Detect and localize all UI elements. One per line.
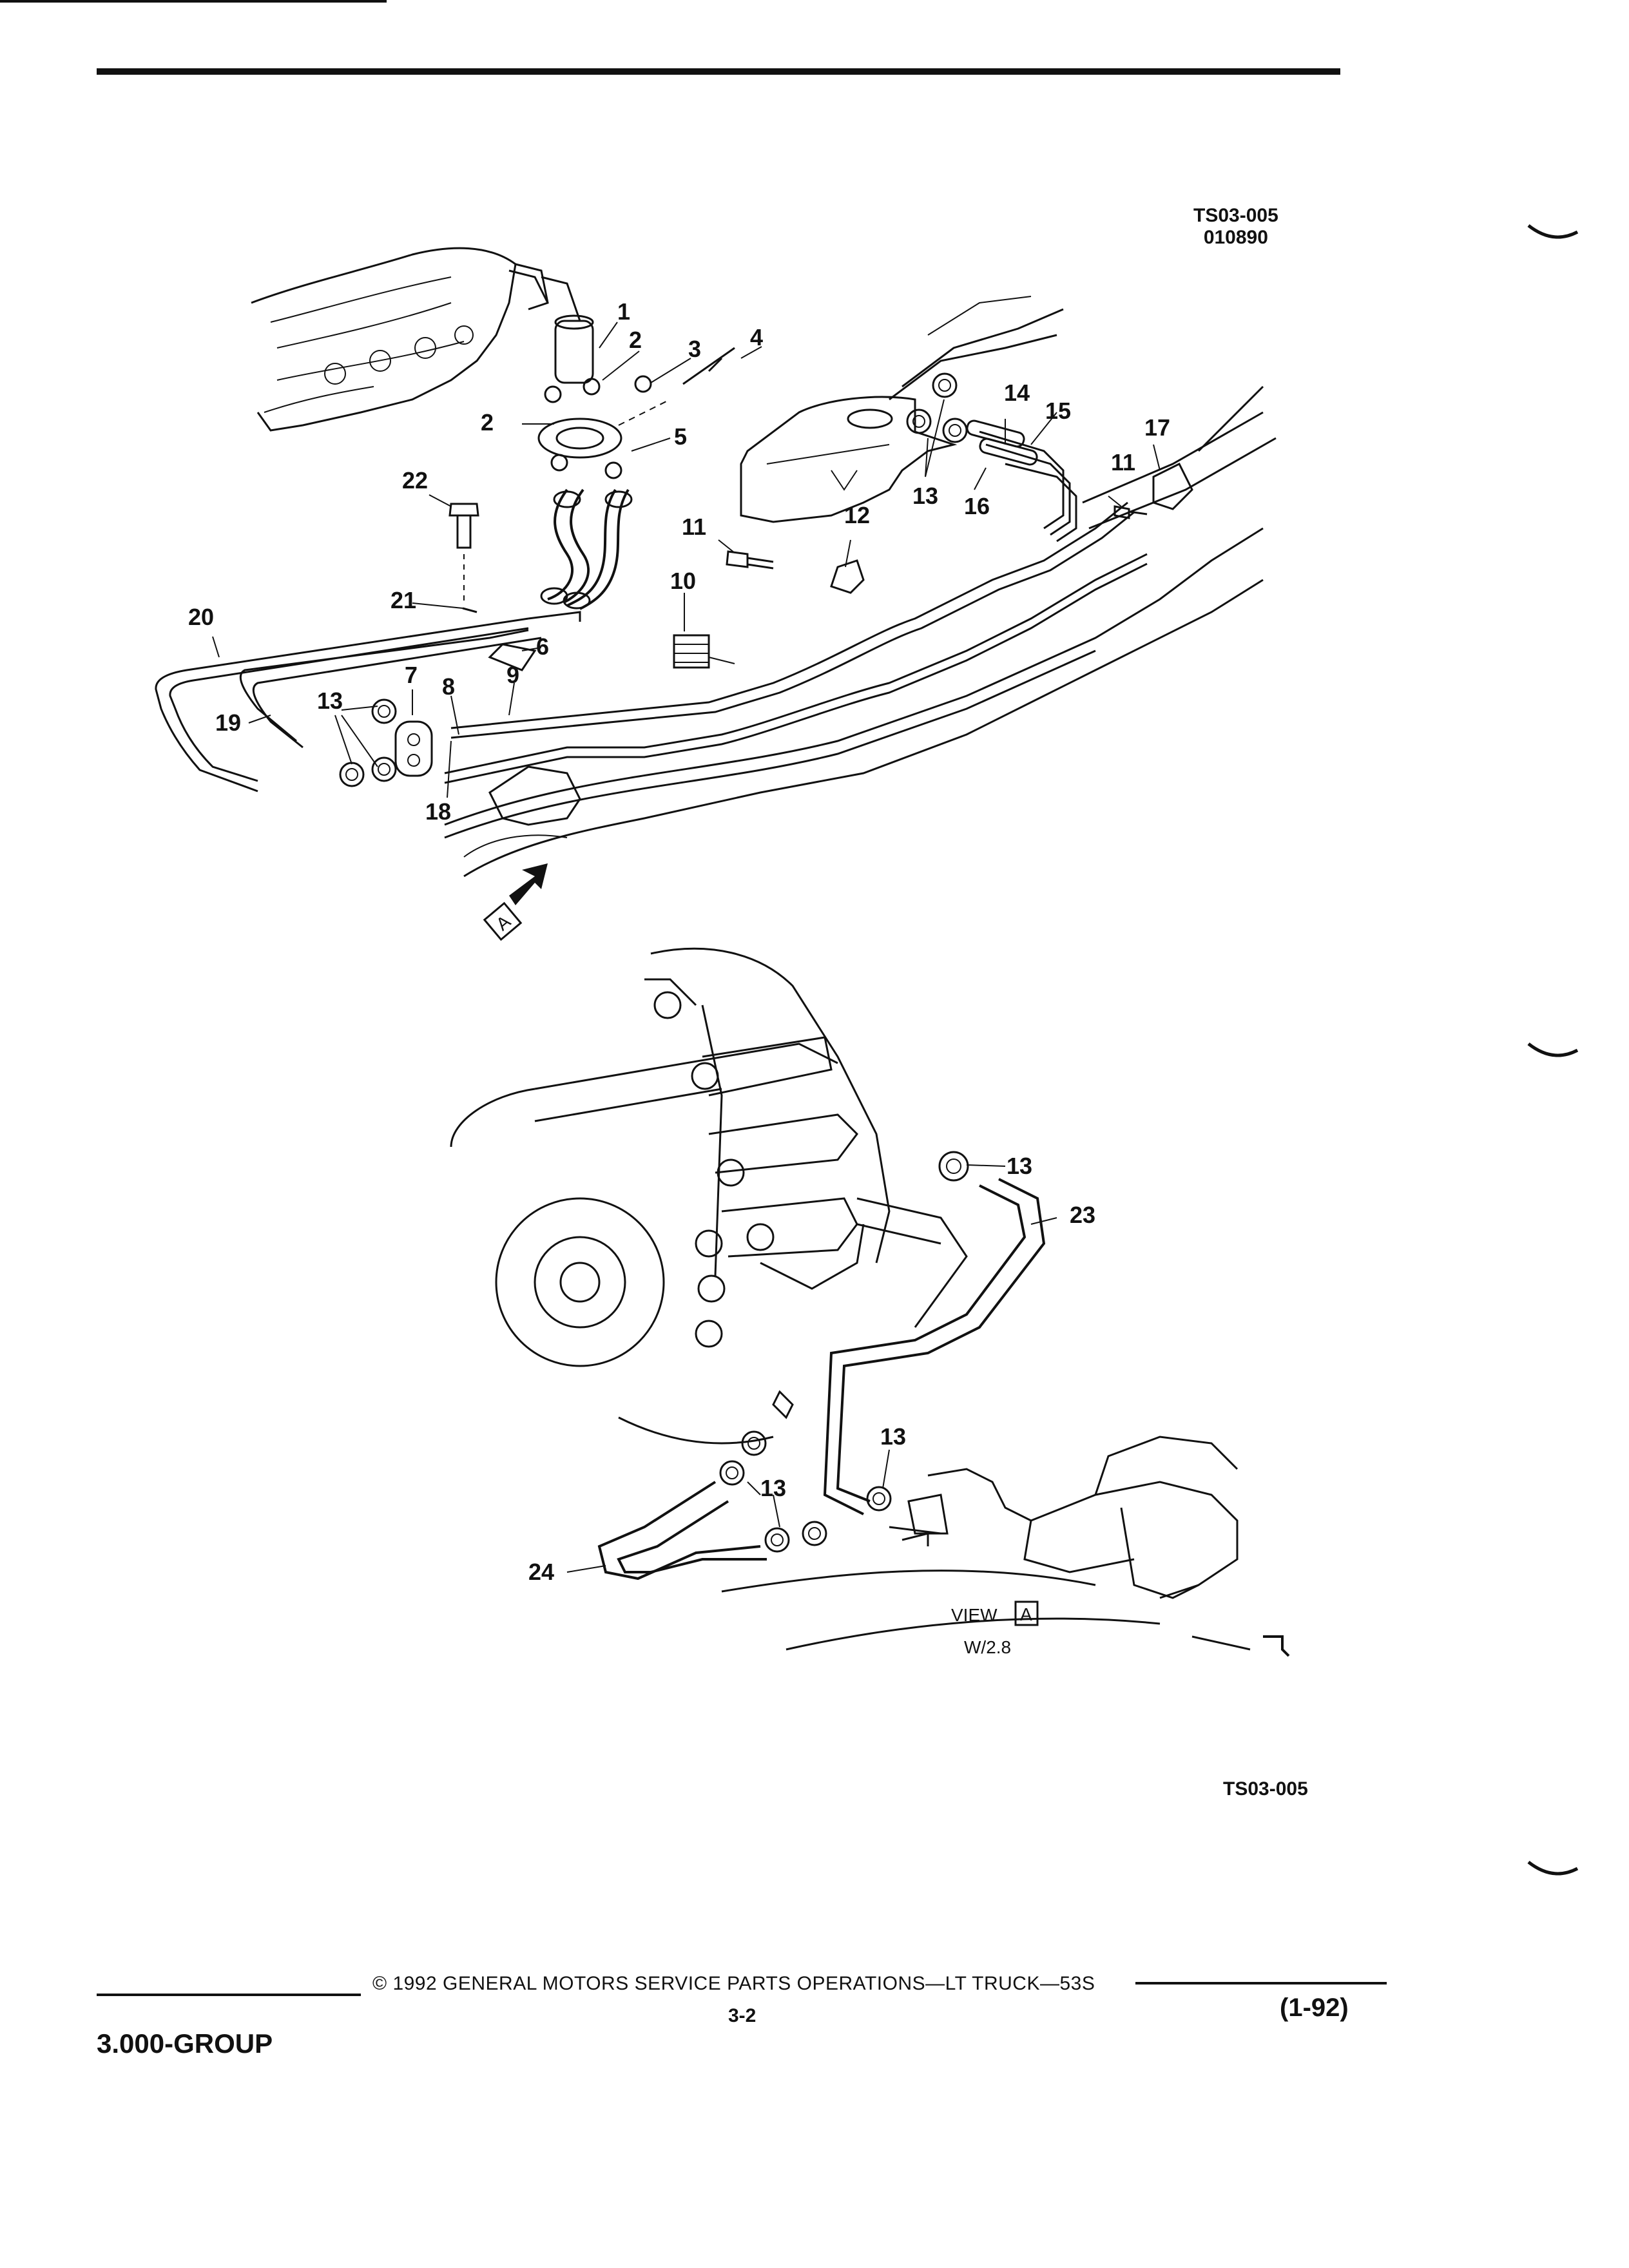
clip-21: [462, 607, 477, 613]
callout-21: 21: [390, 587, 416, 613]
leader-lines-upper: [212, 322, 1161, 798]
view-a-engine-front: [450, 947, 968, 1445]
hose-23: [823, 1178, 1046, 1515]
callout-23: 23: [1070, 1202, 1095, 1228]
callout-13-view-mid: 13: [880, 1423, 906, 1450]
callout-10: 10: [670, 568, 696, 594]
margin-mark: [1527, 1043, 1579, 1057]
callout-20: 20: [188, 604, 214, 630]
lines-20-19-9: [155, 501, 1148, 793]
hose-24: [597, 1481, 767, 1581]
clamps-13-lower: [719, 1151, 969, 1553]
callout-19: 19: [215, 709, 241, 736]
clip-6: [488, 643, 537, 671]
clamps-13-upper-right: [906, 372, 968, 443]
reference-code-bottom: TS03-005: [1223, 1778, 1308, 1800]
reference-block: TS03-005 010890: [1193, 205, 1278, 249]
canister-assembly: [537, 276, 735, 479]
bolts-11: [726, 505, 1148, 570]
hose-lines-upper: [540, 488, 633, 610]
view-a-label: VIEW A W/2.8: [951, 1600, 1039, 1657]
engine-variant: W/2.8: [964, 1637, 1011, 1657]
callout-13-view-top: 13: [1007, 1153, 1032, 1179]
margin-mark: [1527, 224, 1579, 239]
reference-date: 010890: [1203, 227, 1268, 248]
footer-rule-right: [1135, 1982, 1387, 1984]
bracket-17: [1152, 462, 1193, 510]
top-corner-rule: [0, 0, 387, 3]
callout-13-view-low: 13: [760, 1475, 786, 1501]
leader-lines-lower: [566, 1164, 1057, 1573]
callout-11-right: 11: [1111, 449, 1135, 476]
callout-13-tank: 13: [912, 483, 938, 509]
callouts-lower: 13 23 13 13 24: [528, 1153, 1095, 1585]
callout-3: 3: [688, 336, 701, 362]
bolt-22: [448, 503, 479, 606]
callout-15: 15: [1045, 398, 1071, 424]
callout-2: 2: [629, 327, 642, 353]
frame-rail: [444, 385, 1277, 878]
callout-5: 5: [674, 423, 687, 450]
callout-16: 16: [964, 493, 990, 519]
callout-8: 8: [442, 673, 455, 700]
callout-22: 22: [402, 467, 428, 494]
callout-17: 17: [1144, 414, 1170, 441]
view-letter: A: [1020, 1604, 1032, 1624]
callout-4: 4: [750, 324, 763, 351]
callout-11-left: 11: [682, 514, 706, 540]
frame-mount: [488, 765, 581, 826]
revision-date: (1-92): [1280, 1994, 1349, 2022]
engine-block-drawing: [251, 247, 549, 432]
grommet-7: [394, 720, 433, 777]
callout-18: 18: [425, 798, 451, 825]
fuel-lines-14-15-16: [966, 419, 1077, 543]
callout-9: 9: [506, 662, 519, 688]
callout-7: 7: [405, 662, 418, 688]
manifold-lower-right: [721, 1436, 1251, 1651]
page-number: 3-2: [728, 2005, 757, 2026]
fuel-tank: [740, 296, 1064, 523]
callouts-upper: 1 2 3 4 2 5 22 11 12 10 13 14 15 13 16 1…: [188, 298, 1170, 825]
callout-13-left: 13: [317, 687, 343, 714]
margin-mark: [1527, 1861, 1579, 1876]
clip-10: [673, 634, 735, 669]
callout-2-lower: 2: [481, 409, 494, 436]
callout-24: 24: [528, 1559, 554, 1585]
copyright-text: © 1992 GENERAL MOTORS SERVICE PARTS OPER…: [372, 1973, 1095, 1994]
callout-14: 14: [1004, 380, 1030, 406]
callout-12: 12: [844, 502, 870, 528]
reference-code: TS03-005: [1193, 205, 1278, 226]
footer-rule-left: [97, 1994, 361, 1996]
clamps-13-lower-left: [339, 698, 397, 787]
callout-1: 1: [617, 298, 630, 325]
group-number: 3.000-GROUP: [97, 2028, 273, 2059]
header-rule: [97, 68, 1340, 75]
view-label: VIEW: [951, 1605, 998, 1625]
bracket-12: [830, 559, 865, 594]
su-logo-mark: [1263, 1635, 1290, 1657]
callout-6: 6: [536, 633, 549, 660]
